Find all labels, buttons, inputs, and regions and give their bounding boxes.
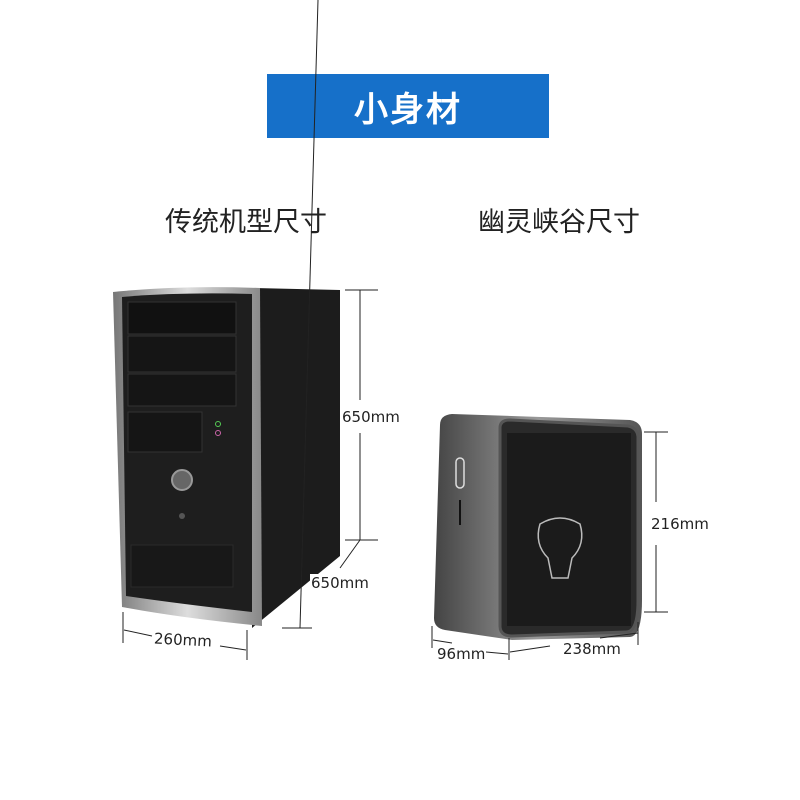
tower-pc-image <box>113 287 340 628</box>
nuc-dimension-lines <box>431 431 668 660</box>
traditional-heading: 传统机型尺寸 <box>165 207 327 238</box>
tower-depth-label: 650mm <box>310 574 370 592</box>
nuc-depth-label: 96mm <box>436 645 487 663</box>
nuc-height-label: 216mm <box>650 515 710 533</box>
ghost-canyon-heading: 幽灵峡谷尺寸 <box>478 207 640 238</box>
tower-dimension-lines <box>122 0 378 660</box>
tower-height-label: 650mm <box>341 408 401 426</box>
nuc-width-label: 238mm <box>562 640 622 658</box>
ghost-canyon-nuc-image <box>434 414 642 640</box>
skull-logo-icon <box>537 517 583 579</box>
tower-width-label: 260mm <box>152 629 214 651</box>
